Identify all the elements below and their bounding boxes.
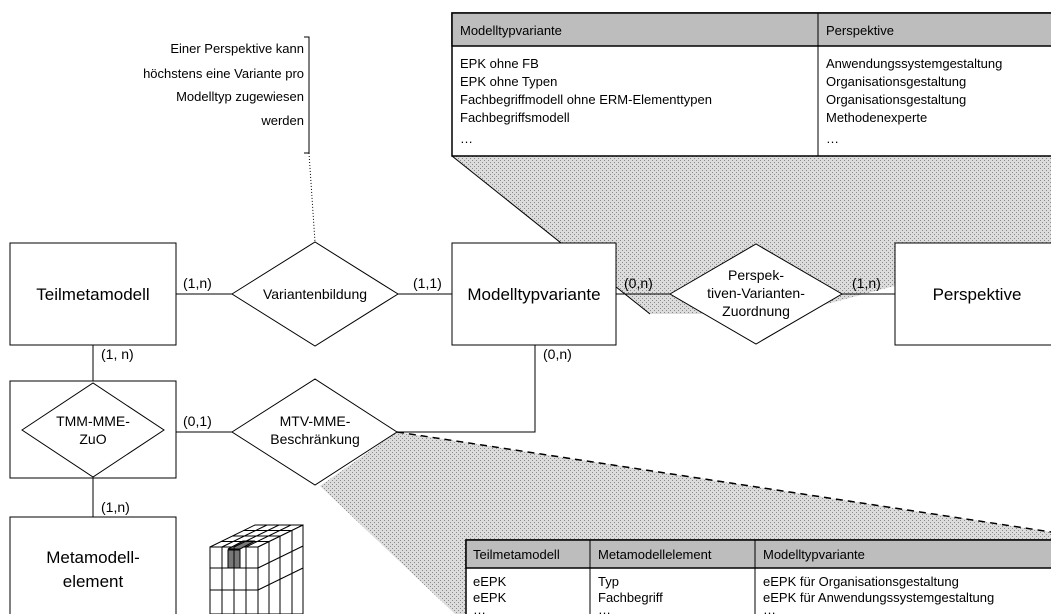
note-line-1: Einer Perspektive kann: [170, 41, 304, 56]
cardinality-tmm-variantenbildung: (1,n): [183, 275, 212, 291]
relationship-label-line-1: TMM-MME-: [56, 413, 130, 429]
table-body: EPK ohne FB Anwendungssystemgestaltung E…: [460, 56, 1002, 146]
table-cell: Typ: [598, 574, 619, 589]
note-line-2: höchstens eine Variante pro: [143, 66, 304, 81]
connector-lines: [92, 293, 895, 517]
bottom-callout-shade: [320, 432, 1051, 614]
relationship-label-line-1: MTV-MME-: [280, 413, 351, 429]
table-modelltypvariante-perspektive: Modelltypvariante Perspektive EPK ohne F…: [451, 12, 1051, 157]
table-header: Modelltypvariante: [460, 23, 562, 38]
table-cell: …: [473, 602, 486, 614]
table-cell: eEPK: [473, 590, 507, 605]
entity-label: Teilmetamodell: [36, 285, 149, 304]
table-cell: …: [763, 602, 776, 614]
relationship-label-line-2: ZuO: [79, 431, 106, 447]
table-cell: EPK ohne FB: [460, 56, 539, 71]
entity-perspektive: Perspektive: [894, 242, 1051, 346]
table-cell: Methodenexperte: [826, 110, 927, 125]
table-header: Perspektive: [826, 23, 894, 38]
note-line-3: Modelltyp zugewiesen: [176, 89, 304, 104]
note-bracket: [304, 36, 310, 154]
table-header: Modelltypvariante: [763, 547, 865, 562]
data-cube-icon: [209, 524, 304, 614]
note-connector: [308, 152, 316, 243]
table-cell: EPK ohne Typen: [460, 74, 557, 89]
relationship-mtv-mme-beschraenkung: MTV-MME- Beschränkung: [231, 378, 398, 486]
annotation-note: Einer Perspektive kann höchstens eine Va…: [143, 41, 304, 128]
table-teilmetamodell-element-variante: Teilmetamodell Metamodellelement Modellt…: [465, 539, 1051, 614]
table-cell: …: [460, 131, 473, 146]
note-line-4: werden: [260, 113, 304, 128]
entity-label: Perspektive: [933, 285, 1022, 304]
relationship-label-line-1: Perspek-: [728, 267, 784, 283]
table-cell: eEPK: [473, 574, 507, 589]
cardinality-tmmzuo-beschraenkung: (0,1): [183, 413, 212, 429]
table-cell: Anwendungssystemgestaltung: [826, 56, 1002, 71]
cardinality-mtv-zuordnung: (0,n): [624, 275, 653, 291]
relationship-variantenbildung: Variantenbildung: [231, 241, 399, 347]
cardinality-zuordnung-perspektive: (1,n): [852, 275, 881, 291]
cardinality-labels: (1,n) (1,1) (0,n) (1,n) (1, n) (0,n) (0,…: [101, 275, 881, 515]
table-cell: Organisationsgestaltung: [826, 74, 966, 89]
cardinality-mtv-beschraenkung: (0,n): [543, 346, 572, 362]
relationship-label-line-3: Zuordnung: [722, 303, 790, 319]
table-cell: Fachbegriff: [598, 590, 663, 605]
table-header: Teilmetamodell: [473, 547, 560, 562]
table-cell: …: [826, 131, 839, 146]
relationship-label: Variantenbildung: [263, 286, 367, 302]
relationship-perspektiven-varianten-zuordnung: Perspek- tiven-Varianten- Zuordnung: [669, 243, 843, 345]
relationship-label-line-2: Beschränkung: [270, 431, 360, 447]
entity-modelltypvariante: Modelltypvariante: [451, 242, 617, 346]
entity-teilmetamodell: Teilmetamodell: [9, 242, 177, 346]
cardinality-variantenbildung-mtv: (1,1): [413, 275, 442, 291]
table-cell: eEPK für Anwendungssystemgestaltung: [763, 590, 994, 605]
table-cell: eEPK für Organisationsgestaltung: [763, 574, 959, 589]
relationship-label-line-2: tiven-Varianten-: [707, 285, 805, 301]
table-cell: …: [598, 602, 611, 614]
table-cell: Organisationsgestaltung: [826, 92, 966, 107]
cardinality-tmmzuo-mme: (1,n): [101, 499, 130, 515]
top-callout-edge-left: [451, 155, 651, 315]
table-cell: Fachbegriffmodell ohne ERM-Elementtypen: [460, 92, 712, 107]
entity-label-line-2: element: [63, 572, 124, 591]
table-cell: Fachbegriffsmodell: [460, 110, 570, 125]
relationship-tmm-mme-zuo: TMM-MME- ZuO: [21, 382, 165, 478]
entity-label-line-1: Metamodell-: [46, 548, 140, 567]
cardinality-tmm-tmmzuo: (1, n): [101, 346, 134, 362]
table-body: eEPK Typ eEPK für Organisationsgestaltun…: [473, 574, 994, 614]
entity-metamodellelement: Metamodell- element: [9, 516, 177, 614]
entity-label: Modelltypvariante: [467, 285, 600, 304]
bottom-callout-edge-dashed: [396, 431, 1051, 533]
table-header: Metamodellelement: [598, 547, 712, 562]
